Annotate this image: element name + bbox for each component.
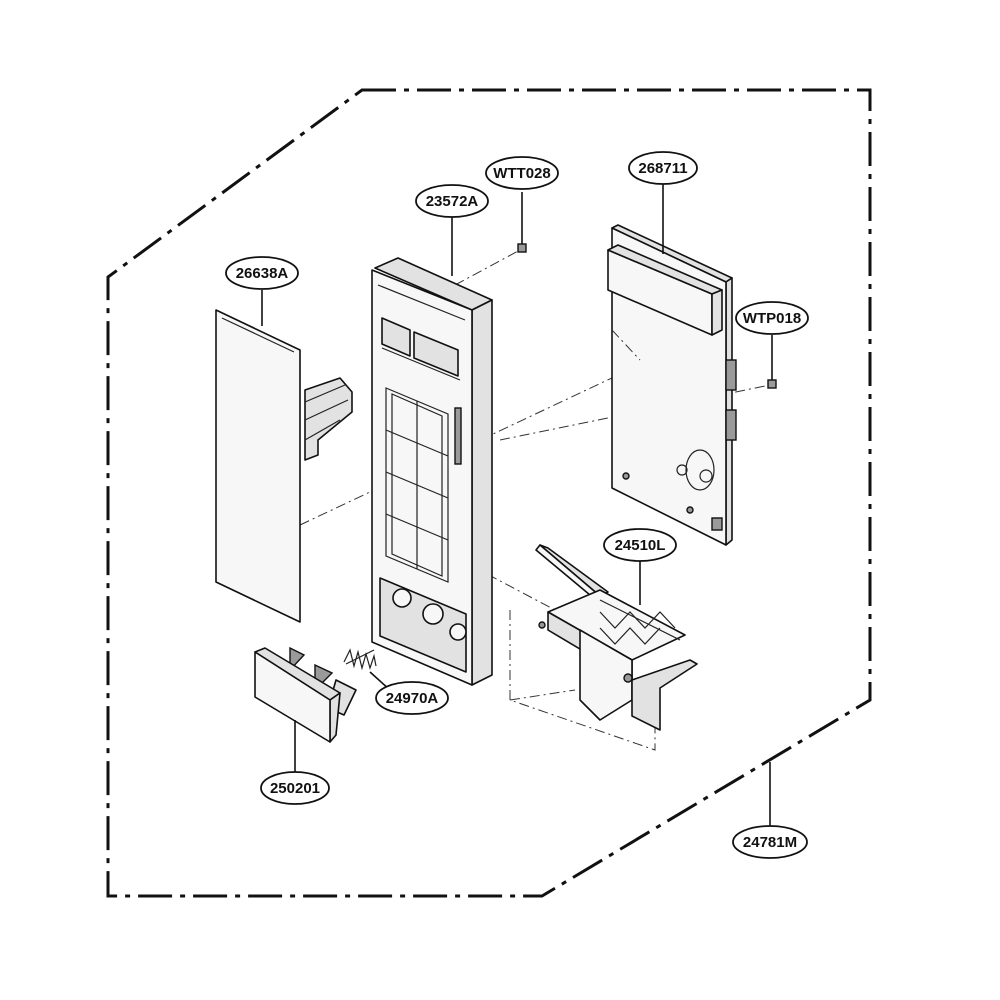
svg-text:23572A: 23572A — [426, 193, 479, 210]
leader-lines — [261, 184, 771, 826]
callout-24970A: 24970A — [375, 681, 449, 715]
knob-middle — [422, 603, 444, 625]
screw-top — [517, 192, 527, 253]
svg-text:WTT028: WTT028 — [493, 165, 551, 182]
svg-text:WTP018: WTP018 — [743, 310, 801, 327]
callout-26638A: 26638A — [225, 256, 299, 290]
svg-text:24970A: 24970A — [386, 690, 439, 707]
knob-right — [449, 623, 467, 641]
pcb-board — [607, 224, 737, 546]
callout-250201: 250201 — [260, 771, 330, 805]
door-button — [254, 646, 357, 743]
svg-text:250201: 250201 — [270, 780, 320, 797]
control-panel-frame — [371, 257, 493, 686]
callout-24781M: 24781M — [732, 825, 808, 859]
assembly-boundary — [106, 88, 872, 898]
callout-WTP018: WTP018 — [735, 301, 809, 335]
svg-text:26638A: 26638A — [236, 265, 289, 282]
svg-text:24781M: 24781M — [743, 834, 797, 851]
callout-WTT028: WTT028 — [485, 156, 559, 190]
latch-bracket — [535, 544, 698, 731]
membrane-sheet — [215, 309, 353, 623]
callout-23572A: 23572A — [415, 184, 489, 218]
svg-text:268711: 268711 — [638, 160, 687, 177]
spring — [343, 648, 391, 691]
keypad-grid — [385, 387, 449, 583]
callout-268711: 268711 — [628, 151, 698, 185]
screw-pcb — [767, 335, 777, 389]
knob-left — [392, 588, 412, 608]
callout-24510L: 24510L — [603, 528, 677, 562]
svg-text:24510L: 24510L — [615, 537, 666, 554]
